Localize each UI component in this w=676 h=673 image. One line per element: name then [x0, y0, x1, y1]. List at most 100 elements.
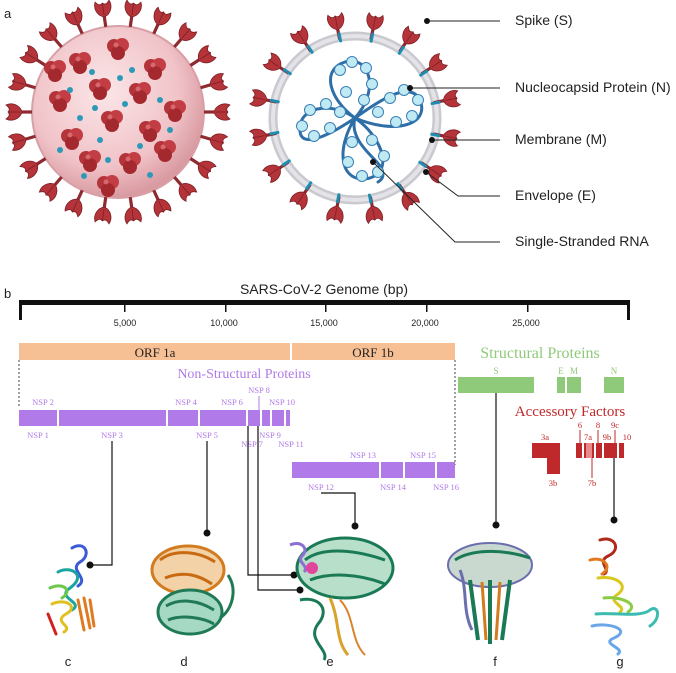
panel-label-a: a: [4, 6, 12, 21]
panel-label-g: g: [616, 654, 623, 669]
dashed-guides: [18, 360, 456, 465]
nsp-label: NSP 11: [278, 439, 304, 449]
protein-structure-g: [588, 537, 659, 656]
nucleocapsid-bead: [304, 104, 316, 116]
accessory-label: 6: [578, 420, 582, 430]
accessory-label: 9c: [611, 420, 619, 430]
nsp-label: NSP 16: [433, 482, 459, 492]
orf1a-bar: [19, 343, 290, 360]
tick-label: 25,000: [512, 318, 540, 328]
nucleocapsid-bead: [346, 56, 358, 68]
membrane-protein-dot: [89, 69, 95, 75]
label-n: N: [611, 366, 618, 376]
protein-structure-d: [150, 544, 235, 636]
label-rna: Single-Stranded RNA: [515, 233, 650, 249]
nucleocapsid-bead: [406, 110, 418, 122]
nucleocapsid-bead: [390, 116, 402, 128]
membrane-protein-dot: [147, 172, 153, 178]
panel-label-c: c: [65, 654, 72, 669]
label-e: E: [558, 366, 564, 376]
nucleocapsid-bead: [324, 122, 336, 134]
nsp-label: NSP 1: [27, 430, 49, 440]
nucleocapsid-bead: [372, 166, 384, 178]
leader-dots: [370, 18, 435, 175]
rna-strand: [298, 59, 424, 184]
tick-label: 5,000: [114, 318, 137, 328]
nsp-label: NSP 5: [196, 430, 218, 440]
accessory-label: 3b: [549, 478, 558, 488]
nucleocapsid-bead: [340, 86, 352, 98]
label-s: S: [493, 366, 498, 376]
nsp-label: NSP 8: [248, 385, 270, 395]
tick-label: 15,000: [310, 318, 338, 328]
nucleocapsid-bead: [366, 78, 378, 90]
membrane-protein-dot: [67, 87, 73, 93]
accessory-label: 8: [596, 420, 600, 430]
nucleocapsid-bead: [320, 98, 332, 110]
structural-proteins-title: Structural Proteins: [480, 345, 600, 362]
membrane-protein-dot: [129, 67, 135, 73]
nucleocapsid-bead: [342, 156, 354, 168]
protein-structure-f: [447, 542, 533, 644]
nucleocapsid-bead: [366, 134, 378, 146]
structure-connectors: [90, 393, 615, 591]
label-envelope: Envelope (E): [515, 187, 596, 203]
nsp-label: NSP 15: [410, 450, 436, 460]
spike-glycoprotein: [121, 195, 143, 225]
protein-structure-c: [46, 544, 96, 636]
accessory-factors-title: Accessory Factors: [515, 404, 626, 420]
membrane-protein-dot: [167, 127, 173, 133]
virion-leader-lines: [372, 20, 500, 243]
orf1a-label: ORF 1a: [135, 345, 176, 360]
virion-illustration: [5, 0, 231, 225]
nsp-label: NSP 7: [241, 439, 263, 449]
membrane-protein-dot: [157, 97, 163, 103]
membrane-protein-dot: [92, 105, 98, 111]
label-membrane: Membrane (M): [515, 131, 607, 147]
accessory-ticks: [579, 430, 616, 478]
spike-glycoprotein: [203, 103, 231, 121]
tick-label: 20,000: [411, 318, 439, 328]
nucleocapsid-bead: [384, 92, 396, 104]
nucleocapsid-bead: [308, 130, 320, 142]
spike-glycoprotein: [121, 0, 143, 29]
nonstructural-proteins-title: Non-Structural Proteins: [177, 367, 310, 382]
orf1b-label: ORF 1b: [352, 345, 394, 360]
nsp-label: NSP 6: [221, 397, 243, 407]
virion-cross-section: [248, 11, 462, 225]
label-m: M: [570, 366, 578, 376]
panel-label-e: e: [326, 654, 333, 669]
membrane-protein-dot: [77, 115, 83, 121]
spike-glycoprotein: [93, 0, 115, 29]
membrane-protein-dot: [117, 75, 123, 81]
accessory-label: 3a: [541, 432, 549, 442]
nucleocapsid-bead: [334, 64, 346, 76]
nucleocapsid-bead: [412, 94, 424, 106]
protein-structure-e: [289, 536, 395, 661]
accessory-label: 7b: [588, 478, 597, 488]
nsp-label: NSP 9: [259, 430, 281, 440]
membrane-protein-dot: [57, 147, 63, 153]
nucleocapsid-bead: [378, 150, 390, 162]
panel-label-b: b: [4, 286, 11, 301]
spike-glycoprotein: [5, 103, 33, 121]
label-nucleocapsid: Nucleocapsid Protein (N): [515, 79, 671, 95]
nucleocapsid-bead: [372, 106, 384, 118]
connector-dots: [86, 516, 618, 594]
genome-title: SARS-CoV-2 Genome (bp): [240, 281, 408, 297]
nucleocapsid-bead: [334, 106, 346, 118]
accessory-bar-7a: [586, 443, 592, 458]
nsp-label: NSP 13: [350, 450, 376, 460]
accessory-label: 7a: [584, 432, 592, 442]
nsp-label: NSP 2: [32, 397, 54, 407]
accessory-label: 9b: [603, 432, 612, 442]
membrane-protein-dot: [122, 101, 128, 107]
genome-ruler: [19, 300, 630, 320]
nucleocapsid-bead: [358, 94, 370, 106]
membrane-protein-dot: [105, 157, 111, 163]
accessory-label: 10: [623, 432, 632, 442]
membrane-protein-dot: [81, 173, 87, 179]
virion-membrane-dots: [57, 67, 173, 179]
panel-label-d: d: [180, 654, 187, 669]
